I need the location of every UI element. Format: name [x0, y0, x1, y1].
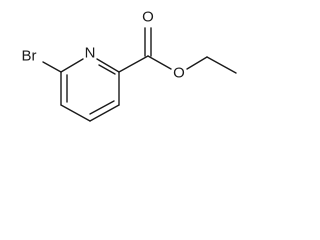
ring-nitrogen-atom-label: N: [85, 45, 96, 62]
bond-carbonyl-ester-o: [147, 55, 172, 70]
bromine-atom-label: Br: [22, 48, 37, 65]
bond-c4-c5: [89, 104, 120, 122]
bond-n1-c2: [60, 58, 84, 73]
ester-oxygen-atom-label: O: [173, 65, 185, 82]
molecule-structure: Br N O O: [22, 9, 237, 122]
bond-ester-o-ch2: [186, 56, 208, 70]
ethyl-ester-group: [118, 27, 237, 74]
bond-c4-c5-inner: [89, 100, 115, 115]
bond-c2-br: [42, 61, 62, 73]
bond-c3-c4: [60, 104, 91, 122]
bond-n1-c6: [96, 58, 120, 73]
bond-ch2-ch3: [206, 56, 237, 74]
bond-c6-carbonyl: [118, 55, 149, 73]
carbonyl-oxygen-atom-label: O: [142, 9, 154, 26]
bond-c6-n1-inner: [98, 64, 116, 75]
pyridine-ring: [60, 58, 120, 122]
